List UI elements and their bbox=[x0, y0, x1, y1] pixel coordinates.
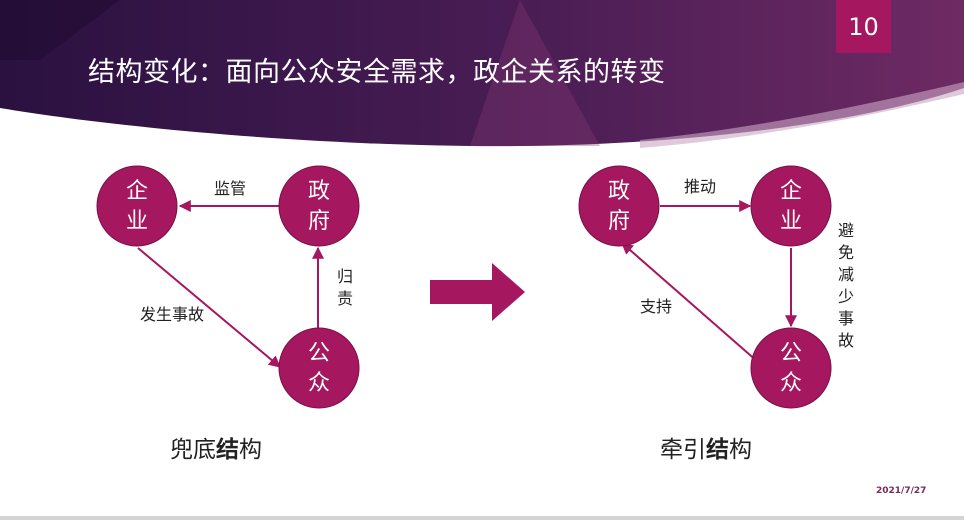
right-arrow-icon bbox=[430, 263, 525, 321]
slide-date: 2021/7/27 bbox=[876, 486, 927, 496]
svg-text:众: 众 bbox=[780, 371, 802, 396]
svg-text:政: 政 bbox=[608, 179, 630, 204]
edge-public-to-gov-right bbox=[621, 242, 759, 363]
label-avoid-4: 少 bbox=[838, 287, 854, 306]
label-avoid-6: 故 bbox=[838, 331, 854, 350]
svg-text:府: 府 bbox=[308, 209, 330, 234]
relationship-diagrams: 企 业 政 府 公 众 监管 发生事故 归 责 bbox=[96, 165, 854, 409]
label-promote: 推动 bbox=[684, 177, 716, 196]
svg-text:公: 公 bbox=[308, 341, 330, 366]
svg-text:府: 府 bbox=[608, 209, 630, 234]
svg-text:企: 企 bbox=[780, 179, 802, 204]
svg-text:政: 政 bbox=[308, 179, 330, 204]
right-diagram: 政 府 企 业 公 众 推动 支持 避 免 减 少 事 故 bbox=[578, 165, 854, 409]
slide-title: 结构变化：面向公众安全需求，政企关系的转变 bbox=[88, 57, 666, 88]
caption-left: 兜底结构 bbox=[170, 437, 262, 463]
svg-text:业: 业 bbox=[126, 209, 148, 234]
node-public-right: 公 众 bbox=[750, 327, 832, 409]
label-blame-2: 责 bbox=[337, 289, 353, 308]
label-blame-1: 归 bbox=[337, 267, 353, 286]
node-enterprise-right: 企 业 bbox=[750, 165, 832, 247]
node-public: 公 众 bbox=[278, 327, 360, 409]
left-diagram: 企 业 政 府 公 众 监管 发生事故 归 责 bbox=[96, 165, 360, 409]
label-supervise: 监管 bbox=[214, 179, 246, 198]
label-accident: 发生事故 bbox=[140, 305, 204, 324]
node-government: 政 府 bbox=[278, 165, 360, 247]
label-avoid-1: 避 bbox=[838, 221, 854, 240]
label-support: 支持 bbox=[640, 297, 672, 316]
page-number-badge: 10 bbox=[836, 0, 891, 53]
title-banner bbox=[0, 0, 964, 148]
svg-text:众: 众 bbox=[308, 371, 330, 396]
caption-right: 牵引结构 bbox=[660, 437, 752, 463]
edge-enterprise-to-public bbox=[137, 247, 281, 368]
svg-text:企: 企 bbox=[126, 179, 148, 204]
node-government-right: 政 府 bbox=[578, 165, 660, 247]
svg-text:业: 业 bbox=[780, 209, 802, 234]
label-avoid-2: 免 bbox=[838, 243, 854, 262]
label-avoid-5: 事 bbox=[838, 309, 854, 328]
bottom-strip bbox=[0, 516, 964, 520]
label-avoid-3: 减 bbox=[838, 265, 854, 284]
svg-text:公: 公 bbox=[780, 341, 802, 366]
node-enterprise: 企 业 bbox=[96, 165, 178, 247]
